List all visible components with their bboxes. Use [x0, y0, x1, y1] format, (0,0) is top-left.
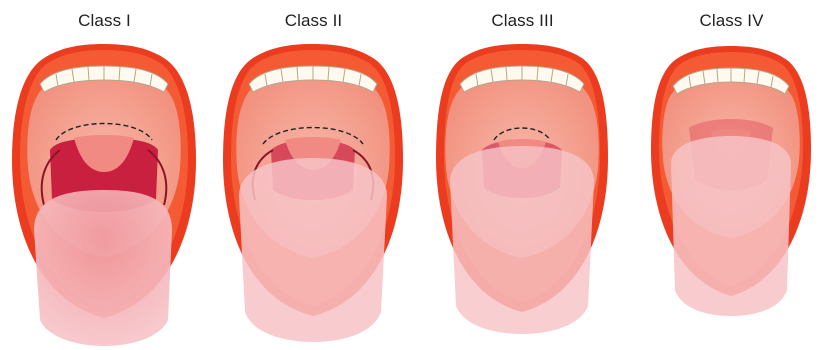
tongue — [239, 158, 387, 342]
class-2-mouth-illustration — [209, 0, 418, 350]
class-4-mouth-illustration — [627, 0, 836, 350]
tongue — [450, 146, 594, 334]
tongue — [34, 190, 172, 346]
class-3-panel: Class III — [418, 0, 627, 350]
class-1-mouth-illustration — [0, 0, 209, 350]
tongue — [671, 136, 791, 316]
class-4-panel: Class IV — [627, 0, 836, 350]
class-1-panel: Class I — [0, 0, 209, 350]
class-2-panel: Class II — [209, 0, 418, 350]
class-3-mouth-illustration — [418, 0, 627, 350]
